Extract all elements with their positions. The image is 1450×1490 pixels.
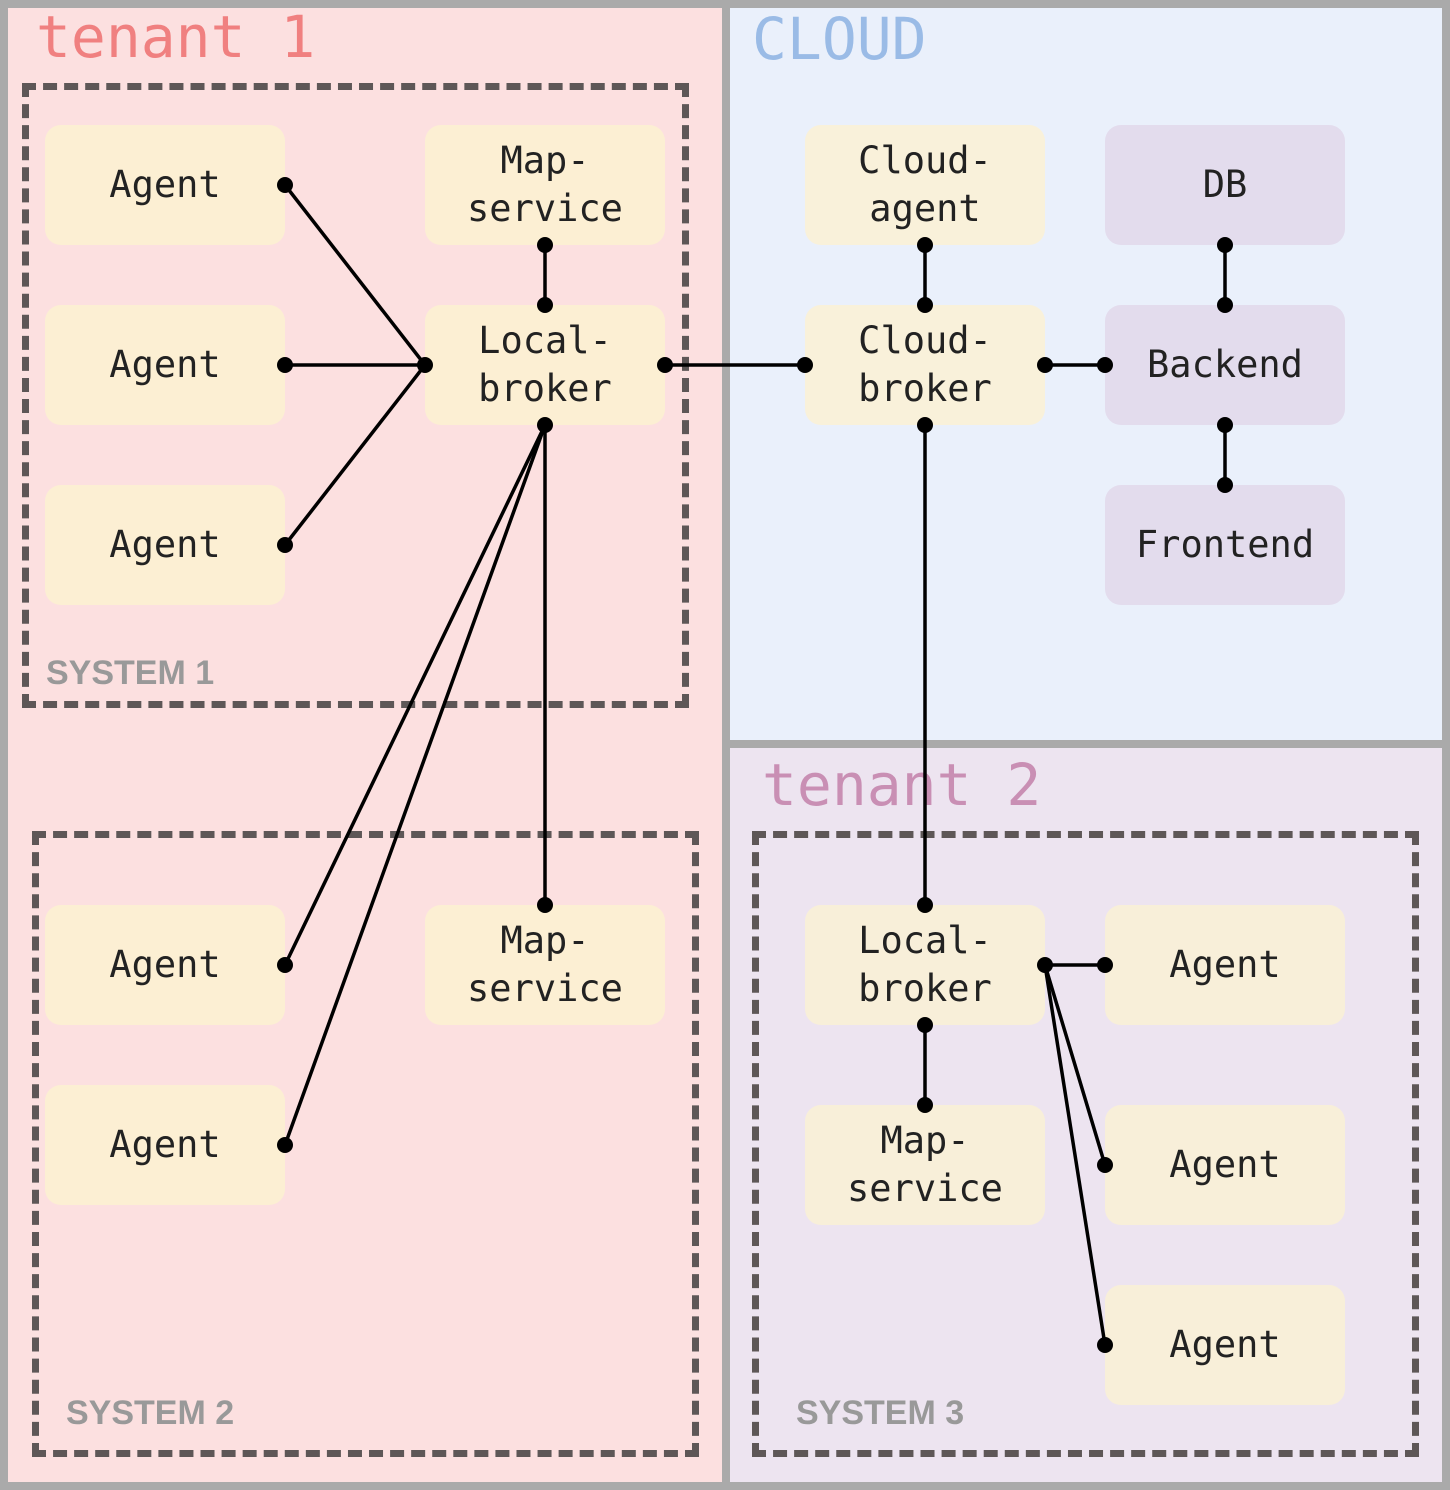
connection-endpoint	[277, 1137, 293, 1153]
connection-endpoint	[1037, 957, 1053, 973]
connection-endpoint	[917, 897, 933, 913]
system-1-map-service: Map-service	[425, 125, 665, 245]
connection-endpoint	[277, 537, 293, 553]
connection-endpoint	[657, 357, 673, 373]
node-label-line-1: Agent	[1169, 943, 1281, 986]
node-label-line-2: broker	[858, 967, 992, 1010]
node-label-line-1: Cloud-	[858, 139, 992, 182]
tenant-1-region	[0, 0, 730, 1490]
connection-endpoint	[537, 897, 553, 913]
backend: Backend	[1105, 305, 1345, 425]
system-1-agent-2: Agent	[45, 305, 285, 425]
system-3-agent-3: Agent	[1105, 1285, 1345, 1405]
node-label-line-1: Backend	[1147, 343, 1303, 386]
connection-s1_agent1-to-s1_broker	[283, 183, 427, 367]
connection-s1_agent3-to-s1_broker	[283, 363, 427, 547]
system-1-agent-3: Agent	[45, 485, 285, 605]
system-2-boundary	[32, 831, 699, 1457]
connection-endpoint	[917, 297, 933, 313]
node-label-line-1: Agent	[1169, 1143, 1281, 1186]
connection-s1_broker-to-s2_agent1	[283, 424, 547, 966]
connection-endpoint	[917, 1017, 933, 1033]
node-label-line-1: Frontend	[1135, 523, 1315, 566]
system-1-boundary	[22, 83, 689, 708]
connection-endpoint	[1217, 477, 1233, 493]
cloud-title: CLOUD	[752, 5, 927, 73]
connection-endpoint	[1097, 1157, 1113, 1173]
node-label-line-1: Cloud-	[858, 319, 992, 362]
connection-endpoint	[1097, 357, 1113, 373]
system-3-agent-1: Agent	[1105, 905, 1345, 1025]
system-3-boundary	[752, 831, 1419, 1457]
node-label-line-1: Map-	[500, 919, 590, 962]
connection-endpoint	[917, 237, 933, 253]
connection-endpoint	[1037, 357, 1053, 373]
node-label-line-1: Agent	[109, 1123, 221, 1166]
connection-endpoint	[277, 357, 293, 373]
tenant-1-title: tenant 1	[36, 3, 316, 71]
node-label-line-1: DB	[1202, 163, 1248, 206]
node-label-line-1: Map-	[880, 1119, 970, 1162]
connection-endpoint	[277, 177, 293, 193]
node-label-line-2: broker	[478, 367, 612, 410]
connection-endpoint	[1217, 237, 1233, 253]
node-label-line-2: service	[847, 1167, 1003, 1210]
connection-endpoint	[917, 417, 933, 433]
system-2-label: SYSTEM 2	[66, 1394, 235, 1432]
connection-endpoint	[917, 1097, 933, 1113]
connection-s3_broker-to-s3_agent2	[1043, 964, 1107, 1166]
node-label-line-1: Agent	[109, 343, 221, 386]
system-2-agent-2: Agent	[45, 1085, 285, 1205]
system-2-agent-1: Agent	[45, 905, 285, 1025]
node-label-line-2: broker	[858, 367, 992, 410]
node-label-line-1: Agent	[1169, 1323, 1281, 1366]
database: DB	[1105, 125, 1345, 245]
system-3-agent-2: Agent	[1105, 1105, 1345, 1225]
node-label-line-2: service	[467, 967, 623, 1010]
node-label-line-1: Local-	[858, 919, 992, 962]
node-label-line-1: Agent	[109, 943, 221, 986]
system-3-local-broker: Local-broker	[805, 905, 1045, 1025]
system-2-map-service: Map-service	[425, 905, 665, 1025]
node-label-line-1: Map-	[500, 139, 590, 182]
node-label-line-2: agent	[869, 187, 981, 230]
system-3-label: SYSTEM 3	[796, 1394, 965, 1432]
connection-s1_broker-to-s2_agent2	[283, 424, 547, 1146]
system-1-label: SYSTEM 1	[46, 654, 215, 692]
connection-endpoint	[1097, 1337, 1113, 1353]
node-label-line-1: Agent	[109, 163, 221, 206]
connection-endpoint	[537, 297, 553, 313]
system-1-local-broker: Local-broker	[425, 305, 665, 425]
node-label-line-1: Local-	[478, 319, 612, 362]
tenant-2-title: tenant 2	[762, 751, 1042, 819]
frontend: Frontend	[1105, 485, 1345, 605]
connection-endpoint	[277, 957, 293, 973]
connection-s3_broker-to-s3_agent3	[1043, 964, 1107, 1346]
connection-endpoint	[1217, 297, 1233, 313]
node-label-line-1: Agent	[109, 523, 221, 566]
connection-endpoint	[537, 417, 553, 433]
system-3-map-service: Map-service	[805, 1105, 1045, 1225]
connection-endpoint	[537, 237, 553, 253]
connection-endpoint	[1097, 957, 1113, 973]
connection-endpoint	[797, 357, 813, 373]
node-label-line-2: service	[467, 187, 623, 230]
connection-endpoint	[417, 357, 433, 373]
cloud-agent: Cloud-agent	[805, 125, 1045, 245]
system-1-agent-1: Agent	[45, 125, 285, 245]
cloud-broker: Cloud-broker	[805, 305, 1045, 425]
connection-endpoint	[1217, 417, 1233, 433]
